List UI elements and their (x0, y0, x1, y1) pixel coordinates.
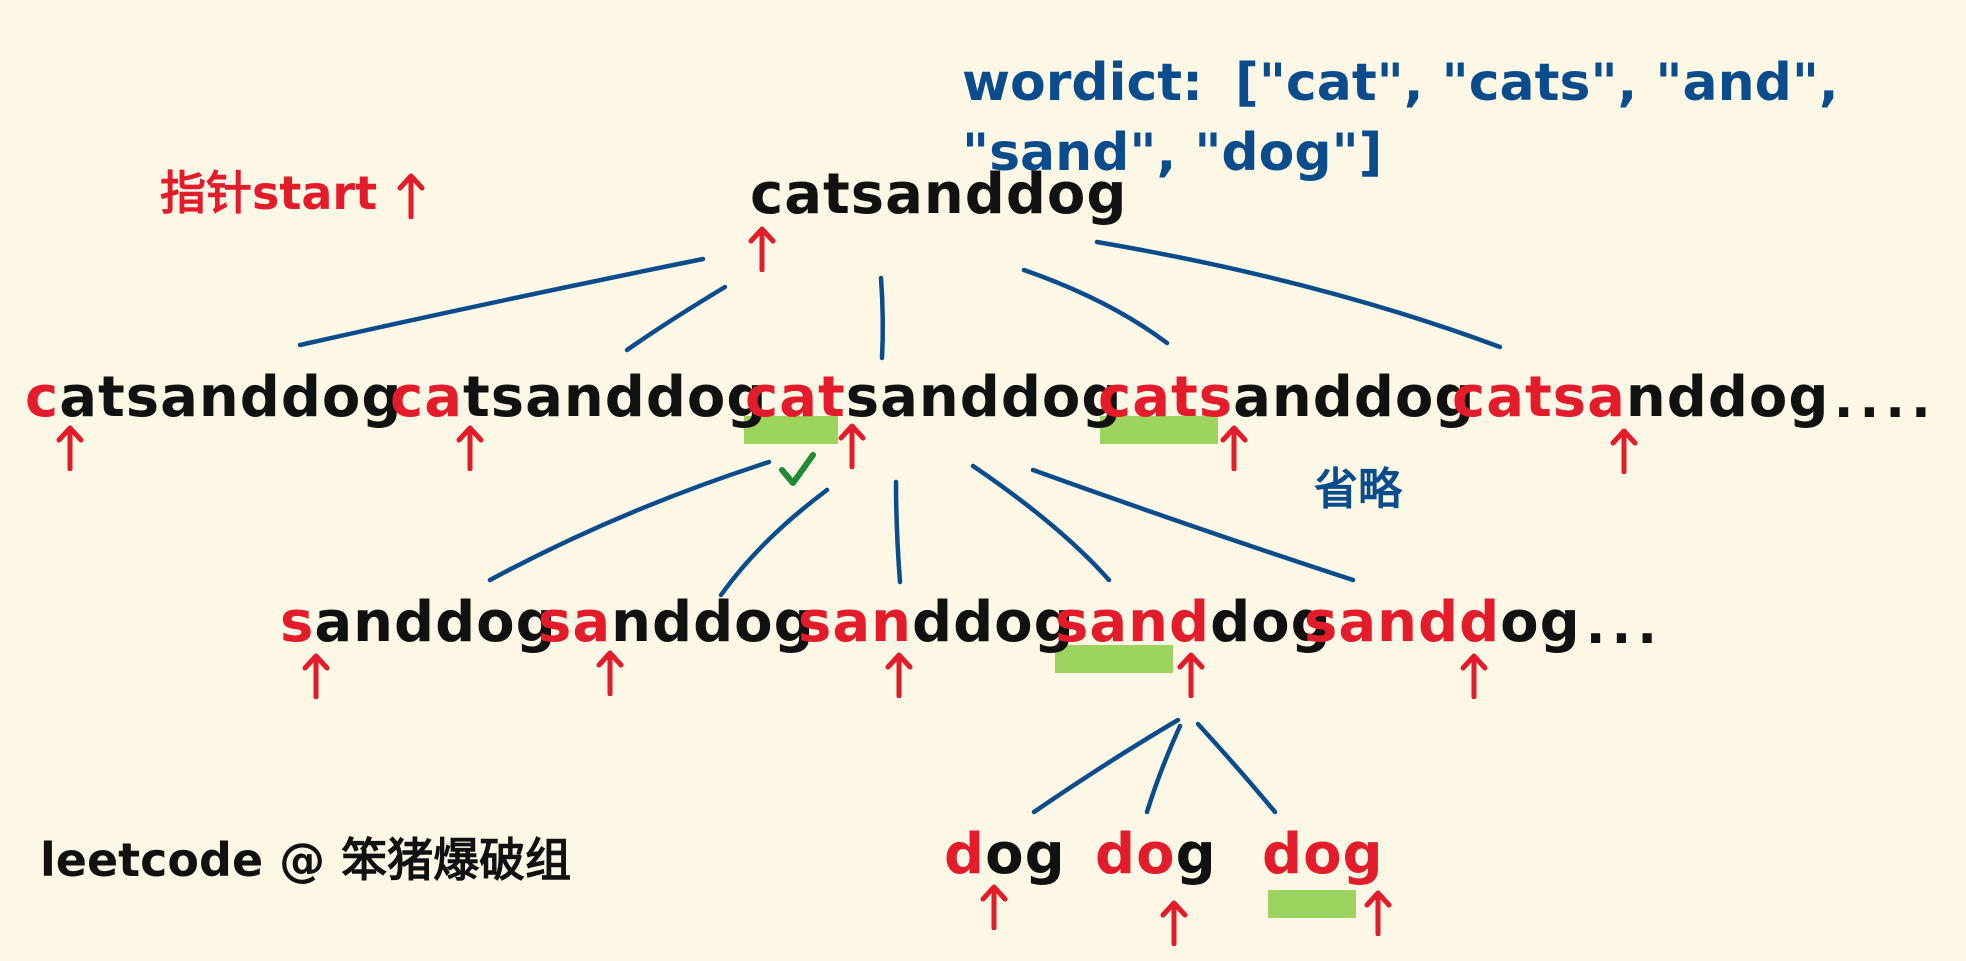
node-l3-2: dog (1095, 820, 1217, 890)
node-l1-1: catsanddog (25, 363, 402, 433)
pointer-legend: 指针start (160, 163, 377, 223)
pointer-arrow-icon (838, 423, 866, 469)
node-rest: sanddog (845, 365, 1123, 430)
node-matched: cats (1098, 365, 1234, 430)
node-matched: d (944, 822, 986, 887)
edge-root-to-l1-2 (624, 284, 728, 353)
edge-cat-to-l2-2 (718, 487, 830, 598)
node-l2-4: sanddog (1055, 588, 1332, 658)
node-l1-5: catsanddog (1452, 363, 1829, 433)
pointer-arrow-icon (885, 652, 913, 698)
edge-root-to-l1-1 (297, 256, 706, 348)
node-rest: tsanddog (462, 365, 768, 430)
root-pointer-arrow-icon (748, 226, 776, 272)
edge-cat-to-l2-4 (970, 463, 1112, 583)
edge-cat-to-l2-3 (893, 479, 903, 585)
node-matched: sand (1055, 590, 1211, 655)
pointer-arrow-icon (456, 425, 484, 471)
dict-match-highlight (744, 416, 838, 444)
node-rest: og (985, 822, 1066, 887)
node-l2-1: sanddog (280, 588, 557, 658)
node-l2-3: sanddog (798, 588, 1075, 658)
node-l1-4: catsanddog (1098, 363, 1475, 433)
node-l2-5: sanddog (1304, 588, 1581, 658)
node-rest: g (1175, 822, 1217, 887)
pointer-arrow-icon (302, 653, 330, 699)
wordict-list: ["cat", "cats", "and", "sand", "dog"] (962, 53, 1839, 183)
node-matched: s (280, 590, 315, 655)
node-l2-2: sanddog (538, 588, 815, 658)
node-rest: atsanddog (59, 365, 403, 430)
node-matched: cat (745, 365, 846, 430)
node-matched: ca (390, 365, 463, 430)
node-rest: dog (1210, 590, 1332, 655)
node-l3-3: dog (1262, 820, 1384, 890)
node-root: catsanddog (750, 160, 1127, 230)
pointer-arrow-icon (56, 425, 84, 471)
wordict-title: wordict: (962, 53, 1203, 113)
node-matched: c (25, 365, 60, 430)
pointer-legend-label: 指针start (160, 166, 378, 220)
node-matched: sa (538, 590, 612, 655)
check-icon (779, 452, 816, 486)
pointer-arrow-icon (1364, 890, 1392, 936)
edge-root-to-l1-3 (878, 275, 886, 361)
node-l1-2: catsanddog (390, 363, 767, 433)
edge-sand-to-l3-3 (1195, 721, 1278, 815)
node-rest: catsanddog (750, 162, 1128, 227)
pointer-arrow-icon (1610, 428, 1638, 474)
node-l3-1: dog (944, 820, 1066, 890)
dict-match-highlight (1055, 645, 1173, 673)
wordict-label: wordict: ["cat", "cats", "and", "sand", … (962, 48, 1966, 188)
node-matched: do (1095, 822, 1176, 887)
edge-sand-to-l3-2 (1144, 723, 1183, 815)
edge-sand-to-l3-1 (1031, 717, 1181, 815)
node-rest: ddog (912, 590, 1075, 655)
level1-ellipsis: ..... (1808, 370, 1937, 430)
level2-ellipsis: .... (1560, 596, 1664, 656)
watermark: leetcode @ 笨猪爆破组 (40, 833, 572, 887)
pointer-arrow-icon (1460, 653, 1488, 699)
node-matched: sandd (1304, 590, 1501, 655)
edge-root-to-l1-4 (1021, 267, 1170, 346)
node-rest: nddog (611, 590, 815, 655)
node-rest: nddog (1625, 365, 1830, 430)
edge-cat-to-l2-5 (1030, 467, 1356, 583)
pointer-arrow-icon (1220, 425, 1248, 471)
pointer-arrow-icon (596, 650, 624, 696)
node-rest: anddog (1233, 365, 1476, 430)
pointer-arrow-icon (980, 884, 1008, 930)
node-rest: anddog (314, 590, 557, 655)
pointer-arrow-icon (1177, 652, 1205, 698)
edge-root-to-l1-5 (1094, 239, 1503, 350)
edge-cat-to-l2-1 (487, 459, 772, 583)
node-matched: san (798, 590, 912, 655)
omitted-note: 省略 (1314, 464, 1402, 515)
node-rest: og (1500, 590, 1581, 655)
node-l1-3: catsanddog (745, 363, 1122, 433)
node-matched: catsa (1452, 365, 1626, 430)
node-matched: dog (1262, 822, 1384, 887)
pointer-arrow-icon (1160, 900, 1188, 946)
dict-match-highlight (1100, 416, 1218, 444)
dict-match-highlight (1268, 890, 1356, 918)
legend-arrow-icon (397, 173, 425, 219)
